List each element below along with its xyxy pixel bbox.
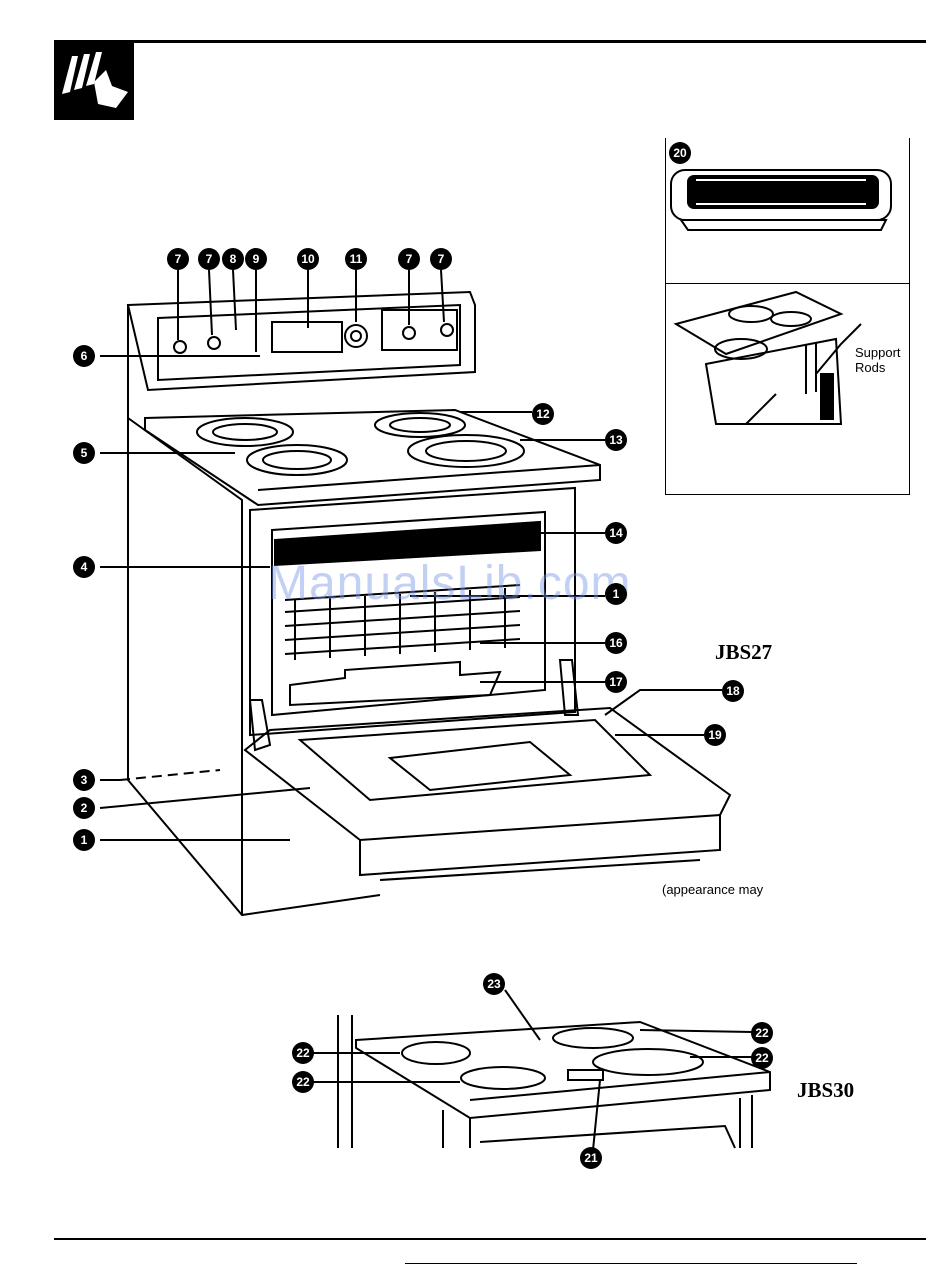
footer-rule-short: [405, 1263, 857, 1264]
callout-22a: 22: [292, 1042, 314, 1064]
callout-22c: 22: [751, 1022, 773, 1044]
callout-22b: 22: [292, 1071, 314, 1093]
callout-23: 23: [483, 973, 505, 995]
footer-rule: [54, 1238, 926, 1240]
callout-22d: 22: [751, 1047, 773, 1069]
callout-21: 21: [580, 1147, 602, 1169]
